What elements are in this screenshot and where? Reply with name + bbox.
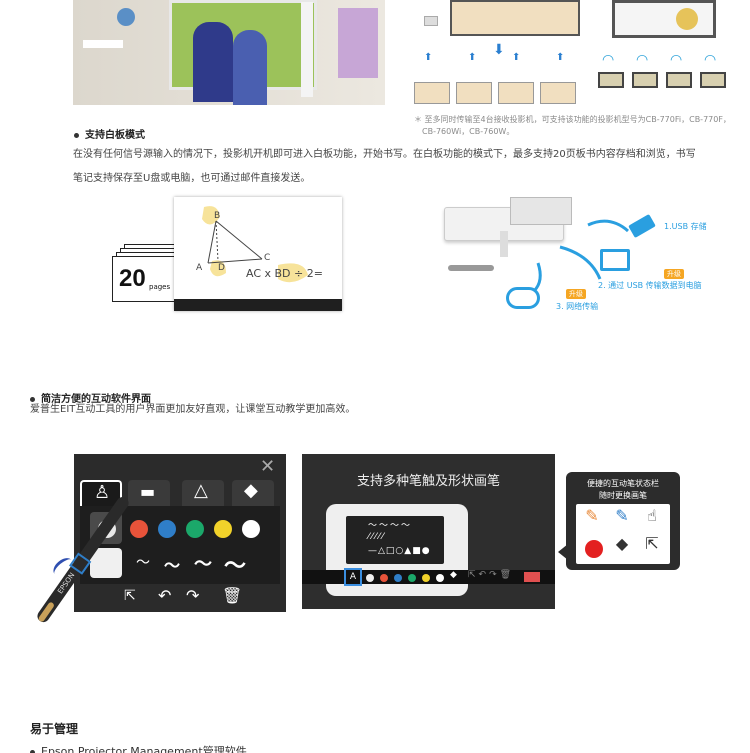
status-tools-icons[interactable]: ⇱↶↷🗑 [468,570,515,580]
tab-stamp[interactable]: ▬ [128,480,170,506]
tab-pen[interactable]: ♙ [80,480,122,506]
wifi-icon: ◠ [704,52,717,68]
software-description: 爱普生EIT互动工具的用户界面更加友好直观，让课堂互动教学更加高效。 [30,404,356,415]
stroke-heavy-icon[interactable]: 〜 [224,554,247,579]
tab-eraser[interactable]: ◆ [232,480,274,506]
wifi-icon: ◠ [602,52,615,68]
whiteboard-toolbar [174,299,342,311]
color-swatch-green[interactable] [186,520,204,538]
bullet-icon [30,396,35,402]
brush-line-samples: 〜〜〜〜 [368,521,413,531]
color-swatch-yellow[interactable] [214,520,232,538]
status-pen-icon[interactable]: A [344,568,362,586]
stroke-selected-cell[interactable] [90,548,122,578]
label-a: A [196,263,203,273]
stamp-icon: ▬ [140,482,156,501]
brush-panel-title: 支持多种笔触及形状画笔 [356,474,500,489]
pages-count: 20 [119,265,146,292]
stroke-thick-icon[interactable]: 〜 [194,554,212,575]
pen-status-tooltip: 便捷的互动笔状态栏 随时更换画笔 ✎ ✎ ☝ ◆ ⇱ [558,472,680,570]
projector-note-line2: CB-760Wi，CB-760W。 [422,127,515,136]
cloud-icon [506,287,540,309]
pen-tool-icon: ♙ [94,482,111,503]
whiteboard-description: 在没有任何信号源输入的情况下，投影机开机即可进入白板功能，开始书写。在白板功能的… [73,143,738,191]
trash-icon[interactable]: 🗑 [222,586,243,605]
bullet-icon [74,132,79,138]
status-swatch-white[interactable] [436,574,444,582]
brush-dash-samples: ⁄⁄⁄⁄⁄ [368,532,386,542]
label-c: C [264,253,271,263]
tooltip-blue-pen-icon[interactable]: ✎ [615,506,629,525]
wifi-icon: ◠ [636,52,649,68]
eraser-icon: ◆ [244,480,258,501]
tooltip-cursor-icon[interactable]: ⇱ [645,534,659,553]
status-eraser-icon[interactable]: ◆ [450,570,457,580]
tooltip-eraser-icon[interactable]: ◆ [615,534,629,553]
net-upgrade-badge: 升级 [566,289,586,299]
formula: AC x BD ÷ 2= [246,267,323,280]
label-b: B [214,211,221,221]
status-swatch-gray[interactable] [366,574,374,582]
select-icon[interactable]: ⇱ [124,588,136,604]
wireless-devices-diagram: ◠ ◠ ◠ ◠ [598,0,730,100]
pc-label: 2. 通过 USB 传输数据到电脑 [598,281,702,290]
tooltip-line1: 便捷的互动笔状态栏 [587,479,659,488]
tooltip-red-dot-icon[interactable] [580,538,608,566]
whiteboard-description-line2: 笔记支持保存至U盘或电脑，也可通过邮件直接发送。 [73,173,311,184]
brush-types-panel: 支持多种笔触及形状画笔 〜〜〜〜 ⁄⁄⁄⁄⁄ —△□○▲■● A ◆ ⇱↶↷🗑 [302,454,555,609]
whiteboard-description-line1: 在没有任何信号源输入的情况下，投影机开机即可进入白板功能，开始书写。在白板功能的… [73,149,696,160]
status-swatch-green[interactable] [408,574,416,582]
monitor-icon [600,249,630,271]
stroke-medium-icon[interactable]: 〜 [164,556,181,575]
status-swatch-yellow[interactable] [422,574,430,582]
whiteboard-screen: B A D C AC x BD ÷ 2= [174,197,342,311]
pc-upgrade-badge: 升级 [664,269,684,279]
shape-samples: —△□○▲■● [368,546,431,556]
management-subheading: Epson Projector Management管理软件 [30,743,247,753]
color-swatch-blue[interactable] [158,520,176,538]
software-heading: 简洁方便的互动软件界面 [30,390,151,405]
classroom-photo [73,0,385,105]
usb-label: 1.USB 存储 [664,222,707,231]
status-swatch-red[interactable] [380,574,388,582]
tooltip-line2: 随时更换画笔 [599,491,647,500]
color-swatch-red[interactable] [130,520,148,538]
projector-note: ＊ 至多同时传输至4台接收投影机，可支持该功能的投影机型号为CB-770Fi，C… [414,114,744,138]
tooltip-orange-pen-icon[interactable]: ✎ [585,506,599,525]
wifi-icon: ◠ [670,52,683,68]
label-d: D [218,263,225,273]
projector-transfer-diagram: 1.USB 存储 升级 2. 通过 USB 传输数据到电脑 升级 3. 网络传输 [440,195,720,317]
projector-note-line1: ＊ 至多同时传输至4台接收投影机，可支持该功能的投影机型号为CB-770Fi，C… [414,115,731,124]
whiteboard-heading: 支持白板模式 [74,126,145,141]
multi-projection-diagram: ⬇ ⬆ ⬆ ⬆ ⬆ [414,0,584,108]
management-heading: 易于管理 [30,722,79,736]
color-swatch-white[interactable] [242,520,260,538]
status-color-grid-icon[interactable] [524,572,540,582]
tab-shapes[interactable]: △ [182,480,224,506]
tooltip-hand-icon[interactable]: ☝ [647,506,657,525]
status-swatch-blue[interactable] [394,574,402,582]
undo-icon[interactable]: ↶ [158,586,172,605]
net-label: 3. 网络传输 [556,302,599,311]
pages-label: pages [149,283,171,291]
close-icon[interactable]: ✕ [260,456,276,477]
bullet-icon [30,749,35,753]
stroke-thin-icon[interactable]: 〜 [136,555,150,571]
redo-icon[interactable]: ↷ [186,586,200,605]
stacked-pages: 20 pages [112,244,192,302]
shapes-icon: △ [194,480,208,501]
triangle-drawing [202,206,308,283]
